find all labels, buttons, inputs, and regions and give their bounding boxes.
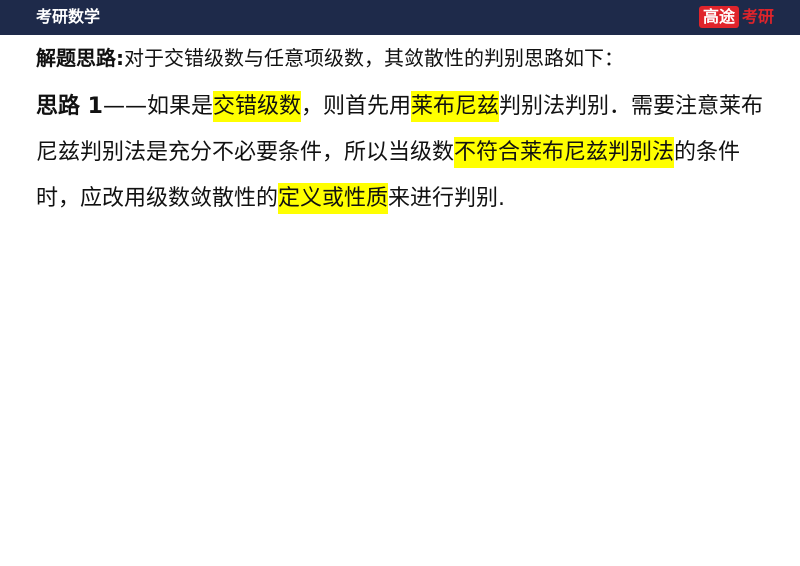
brand-word: 考研: [741, 7, 774, 26]
brand-mark: 高途: [698, 6, 739, 28]
intro-label: 解题思路:: [36, 46, 124, 70]
slide-content: 解题思路:对于交错级数与任意项级数，其敛散性的判别思路如下： 思路 1——如果是…: [36, 40, 776, 222]
highlight-alternating-series: 交错级数: [212, 91, 301, 122]
approach-text-5: 来进行判别.: [388, 186, 506, 211]
approach-text-1: ——如果是: [102, 94, 213, 119]
intro-text: 对于交错级数与任意项级数，其敛散性的判别思路如下：: [124, 46, 624, 70]
highlight-leibniz: 莱布尼兹: [411, 91, 500, 122]
course-title: 考研数学: [36, 7, 101, 26]
approach-text-4: 的条件时，应改用级数敛散性的: [36, 140, 741, 211]
brand-logo: 高途 考研: [698, 5, 774, 29]
approach-label: 思路 1: [36, 94, 103, 119]
approach-text-2: ，则首先用: [301, 94, 412, 119]
highlight-not-leibniz: 不符合莱布尼兹判别法: [454, 137, 675, 168]
highlight-definition-properties: 定义或性质: [278, 183, 389, 214]
header-bar: 考研数学 高途 考研: [0, 0, 800, 35]
approach-text-3: 判别法判别．需要注意莱布尼兹判别法是充分不必要条件，所以当级数: [36, 94, 764, 165]
intro-line: 解题思路:对于交错级数与任意项级数，其敛散性的判别思路如下：: [36, 40, 776, 76]
approach-paragraph: 思路 1——如果是交错级数，则首先用莱布尼兹判别法判别．需要注意莱布尼兹判别法是…: [36, 84, 776, 222]
